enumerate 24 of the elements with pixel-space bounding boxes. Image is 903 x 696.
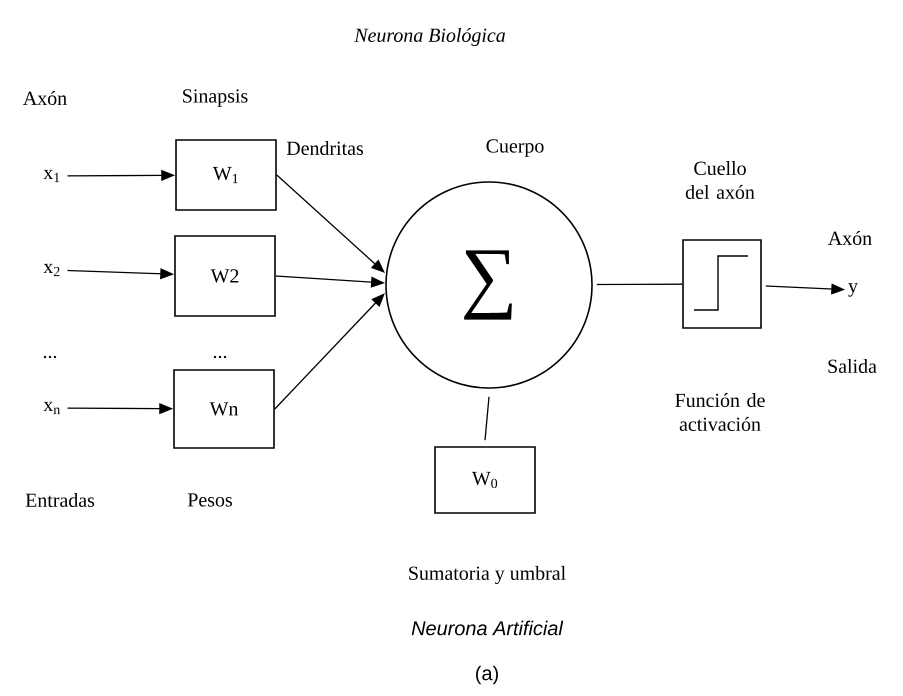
label: Sinapsis (183, 89, 248, 107)
weight-box: W$_{1}$ (175, 139, 277, 211)
step-function-box (682, 239, 762, 329)
weight-box: W2 (174, 235, 276, 317)
variable-label: y (848, 283, 858, 297)
label: ... (44, 356, 56, 358)
label: Dendritas (286, 140, 364, 155)
label: Función de activación (675, 393, 765, 431)
variable-label: x$_{1}$ (43, 170, 60, 182)
label: Sumatoria y umbral (409, 566, 566, 584)
variable-label: x$_{2}$ (43, 264, 60, 276)
label: Axón (23, 90, 67, 106)
label: Neurona Artificial (412, 620, 564, 636)
connector-line (596, 284, 682, 286)
label: Entradas (26, 492, 94, 507)
title: Neurona Biológica (354, 28, 505, 46)
weight-box: W$_{0}$ (434, 446, 536, 514)
label: Salida (828, 358, 877, 373)
connector-line (484, 396, 490, 440)
label: ... (214, 356, 226, 358)
weight-box: Wn (173, 369, 275, 449)
variable-label: x$_{n}$ (43, 402, 60, 414)
label: (a) (476, 666, 498, 684)
label: Axón (828, 230, 872, 246)
